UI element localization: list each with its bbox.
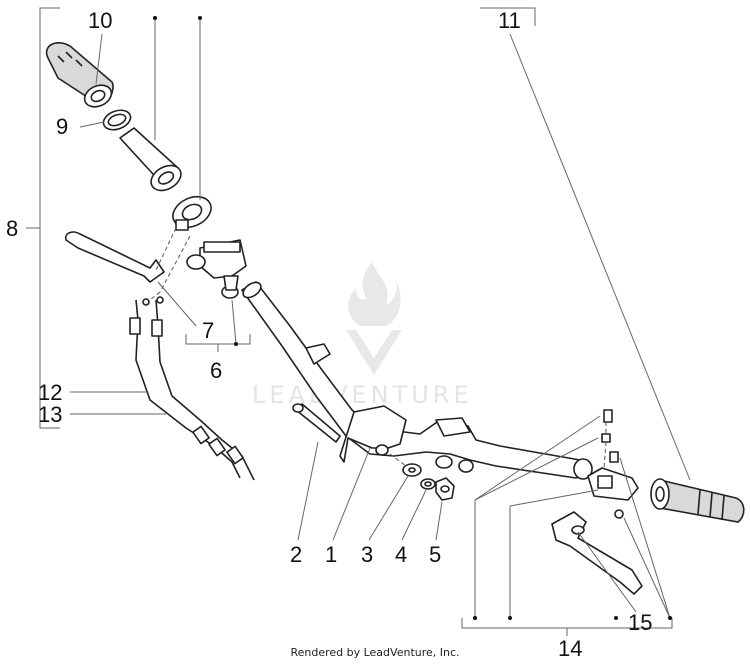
cables [129,296,255,481]
callout-13: 13 [38,402,62,427]
callout-1: 1 [325,542,337,567]
callout-14: 14 [558,636,582,661]
nut-5 [435,477,455,501]
right-brake-lever [551,511,643,595]
washer-3 [402,463,422,477]
callout-11: 11 [498,8,521,33]
handlebar [241,281,593,480]
bracket-6 [185,334,251,345]
washer-4 [420,478,436,490]
callout-2: 2 [290,542,302,567]
callout-7: 7 [202,318,214,343]
right-grip [650,478,745,523]
right-clamp [587,409,639,519]
leader-lines [70,18,691,619]
callout-10: 10 [88,8,112,33]
callout-6: 6 [210,358,222,383]
bolt [292,403,341,443]
callout-5: 5 [429,542,441,567]
leadventure-watermark: LEADVENTURE [252,262,473,409]
callout-4: 4 [395,542,407,567]
throttle-tube [119,127,182,192]
callout-8: 8 [6,216,18,241]
left-brake-lever [64,231,165,283]
left-grip [45,42,114,108]
master-cylinder [186,239,247,299]
group-bracket [26,7,536,429]
callout-15: 15 [628,610,652,635]
render-credit: Rendered by LeadVenture, Inc. [290,646,460,659]
washer-ring [102,109,132,131]
leader-dots [153,16,672,620]
callout-12: 12 [38,380,62,405]
throttle-housing [172,195,212,231]
callout-9: 9 [56,114,68,139]
watermark-logo-text: LEADVENTURE [252,381,473,409]
callout-3: 3 [361,542,373,567]
